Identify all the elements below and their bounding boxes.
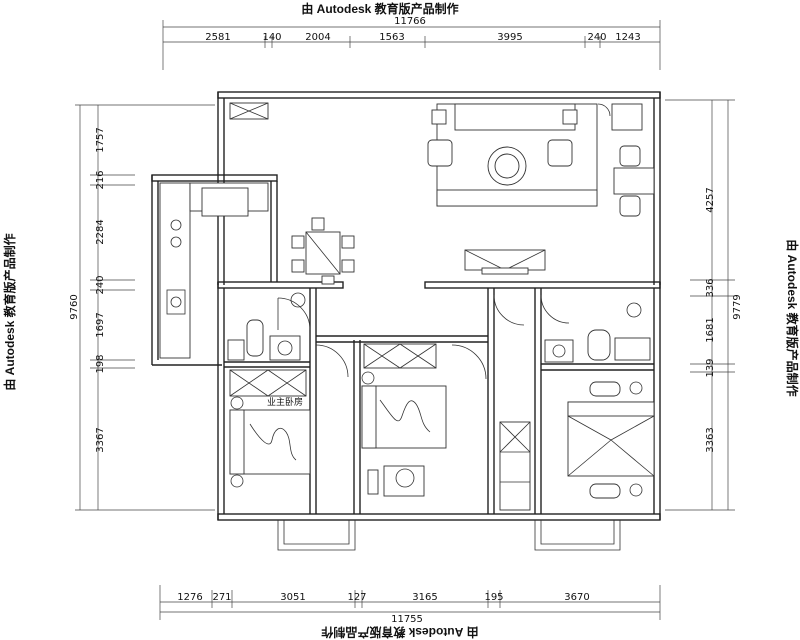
bedroom-label: 业主卧房 (267, 396, 303, 407)
bottom-dim-7: 3670 (564, 592, 589, 603)
bottom-dim-6: 195 (484, 592, 503, 603)
watermark-right: 由 Autodesk 教育版产品制作 (785, 239, 800, 396)
bottom-dim-2: 271 (212, 592, 231, 603)
top-dim-4: 1563 (379, 32, 404, 43)
bathroom-left (227, 292, 306, 361)
top-total-dimension: 11766 (394, 16, 426, 27)
wardrobe-middle (499, 421, 531, 511)
dining-table (291, 217, 355, 285)
bottom-dimension-chain: 1276 271 3051 127 3165 195 3670 11755 由 … (159, 585, 661, 640)
top-dim-2: 140 (262, 32, 281, 43)
top-dim-3: 2004 (305, 32, 330, 43)
left-dim-3: 2284 (95, 219, 106, 244)
bathroom-right (544, 302, 651, 363)
door-swings (277, 103, 611, 380)
top-dimension-chain: 由 Autodesk 教育版产品制作 11766 2581 140 2004 1… (162, 1, 661, 70)
bottom-dim-5: 3165 (412, 592, 437, 603)
right-dim-5: 3363 (705, 427, 716, 452)
sofa-set (427, 103, 598, 207)
right-dim-3: 1681 (705, 317, 716, 342)
bedroom-1: 业主卧房 (229, 369, 311, 488)
bottom-dim-1: 1276 (177, 592, 202, 603)
watermark-top: 由 Autodesk 教育版产品制作 (301, 1, 458, 16)
master-bedroom (567, 381, 655, 499)
top-dim-6: 240 (587, 32, 606, 43)
watermark-left: 由 Autodesk 教育版产品制作 (2, 233, 17, 390)
top-dim-5: 3995 (497, 32, 522, 43)
watermark-bottom: 由 Autodesk 教育版产品制作 (321, 625, 478, 640)
exterior-walls (151, 91, 661, 551)
left-dimension-chain: 9760 1757 216 2284 240 1697 198 3367 由 A… (2, 104, 215, 511)
left-dim-6: 198 (95, 354, 106, 373)
kitchen-counter (159, 182, 269, 359)
left-dim-7: 3367 (95, 427, 106, 452)
left-dim-5: 1697 (95, 312, 106, 337)
left-total-dimension: 9760 (69, 294, 80, 319)
right-dim-2: 336 (705, 278, 716, 297)
bedroom-2 (361, 343, 447, 497)
left-dim-1: 1757 (95, 127, 106, 152)
top-dim-1: 2581 (205, 32, 230, 43)
tv-bench (464, 249, 546, 275)
right-total-dimension: 9779 (732, 294, 743, 319)
right-dim-4: 139 (705, 358, 716, 377)
left-dim-2: 216 (95, 170, 106, 189)
tv-wall-furniture (611, 103, 655, 217)
top-dim-7: 1243 (615, 32, 640, 43)
bottom-dim-3: 3051 (280, 592, 305, 603)
living-top-cabinet (229, 102, 269, 120)
right-dim-1: 4257 (705, 187, 716, 212)
bottom-dim-4: 127 (347, 592, 366, 603)
left-dim-4: 240 (95, 275, 106, 294)
bottom-total-dimension: 11755 (391, 614, 423, 625)
right-dimension-chain: 4257 336 1681 139 3363 9779 由 Autodesk 教… (665, 99, 800, 511)
